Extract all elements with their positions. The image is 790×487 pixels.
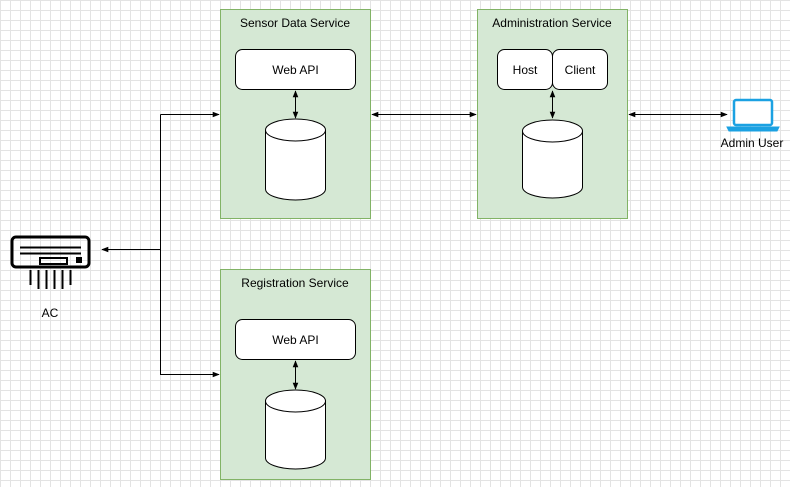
registration-service[interactable]: Registration Service Web API: [220, 269, 371, 480]
administration-service-title: Administration Service: [492, 16, 612, 30]
admin-user-actor[interactable]: Admin User: [721, 98, 784, 150]
admin-database-icon: [522, 119, 583, 199]
admin-host-label: Host: [513, 63, 538, 77]
sensor-data-service[interactable]: Sensor Data Service Web API: [220, 9, 371, 219]
admin-user-label: Admin User: [721, 136, 784, 150]
ac-label: AC: [42, 306, 59, 320]
registration-service-title: Registration Service: [241, 276, 349, 290]
laptop-icon: [726, 98, 780, 132]
administration-service[interactable]: Administration Service Host Client: [477, 9, 628, 219]
ac-actor[interactable]: AC: [10, 235, 91, 320]
admin-client-label: Client: [565, 63, 596, 77]
sensor-web-api-box[interactable]: [235, 49, 356, 90]
admin-client-box[interactable]: [552, 49, 608, 90]
registration-database-icon: [265, 389, 326, 470]
registration-web-api-label: Web API: [272, 333, 318, 347]
air-conditioner-icon: [10, 235, 91, 289]
registration-web-api-box[interactable]: [235, 319, 356, 360]
sensor-web-api-label: Web API: [272, 63, 318, 77]
sensor-database-icon: [265, 118, 326, 201]
sensor-data-service-title: Sensor Data Service: [240, 16, 350, 30]
ac-services-connector: [101, 111, 220, 378]
